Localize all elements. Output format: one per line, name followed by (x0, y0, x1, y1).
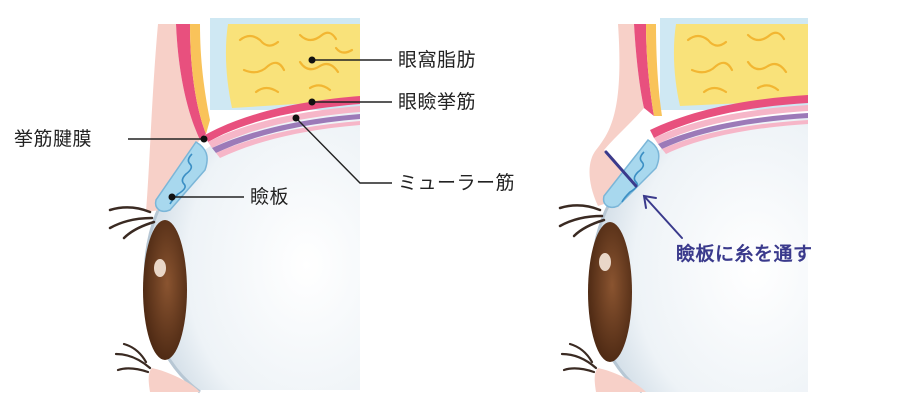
left-eyelid-muscle (176, 24, 206, 140)
right-iris (588, 222, 632, 362)
suture-thread (604, 150, 638, 188)
left-eyeball (146, 112, 360, 390)
right-lower-eyelashes (560, 342, 598, 374)
right-figure (558, 18, 808, 394)
left-fat-veins (238, 31, 354, 94)
callout-suture-tarsus: 瞼板に糸を通す (676, 243, 813, 265)
label-levator-aponeurosis: 挙筋腱膜 (14, 128, 93, 150)
right-eyeball (593, 118, 808, 392)
right-muller-muscle (658, 113, 808, 149)
left-lower-eyelashes (114, 342, 152, 374)
left-muller-muscle (212, 114, 360, 153)
right-muscle-lower (654, 105, 808, 144)
left-conjunctiva (216, 121, 360, 158)
right-lower-lid (594, 368, 646, 392)
left-tarsus-glands (169, 153, 193, 205)
leader-muller (295, 117, 392, 184)
left-figure (108, 18, 392, 394)
left-upper-eyelashes (108, 206, 156, 240)
label-tarsus: 瞼板 (250, 186, 290, 208)
left-muscle-lower (208, 106, 360, 148)
left-septum (190, 24, 210, 134)
left-iris (143, 220, 187, 360)
right-levator-muscle (650, 95, 808, 138)
callout-arrow (642, 194, 683, 239)
label-muller-muscle: ミューラー筋 (398, 172, 516, 194)
left-tarsus (154, 140, 208, 212)
label-levator-muscle: 眼瞼挙筋 (398, 91, 477, 113)
left-pupil-highlight (154, 259, 166, 277)
label-orbital-fat: 眼窩脂肪 (398, 49, 477, 71)
right-eyelid-skin (589, 24, 644, 206)
right-fat-veins (686, 31, 788, 94)
left-lower-lid (148, 368, 200, 392)
right-conjunctiva (662, 120, 808, 154)
left-eyelid-skin (146, 24, 200, 212)
right-tarsus-glands (621, 151, 645, 203)
right-eyelid-muscle (634, 24, 654, 116)
right-tarsus (602, 139, 660, 208)
right-pupil-highlight (599, 253, 611, 271)
right-septum (646, 24, 662, 116)
right-upper-eyelashes (558, 204, 606, 238)
left-leader-lines (128, 59, 392, 198)
right-orbital-fat (673, 24, 808, 106)
left-leader-dots (168, 56, 316, 201)
left-levator-muscle (205, 96, 360, 142)
